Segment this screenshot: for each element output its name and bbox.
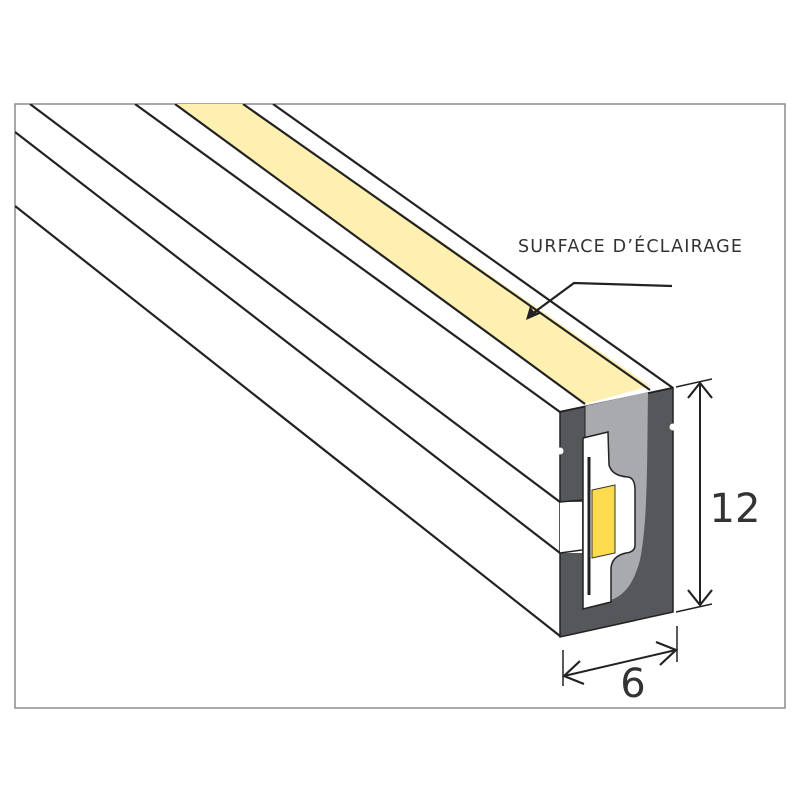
- edge-line: [272, 104, 674, 389]
- width-value: 6: [620, 661, 645, 707]
- surface-label: SURFACE D’ÉCLAIRAGE: [518, 235, 743, 257]
- width-dimension: 6: [561, 626, 679, 707]
- lighting-surface: [175, 104, 650, 404]
- height-value: 12: [710, 486, 761, 532]
- profile-cross-section: [556, 387, 677, 638]
- edge-line: [29, 104, 561, 503]
- edge-line: [134, 104, 561, 413]
- surface-callout: SURFACE D’ÉCLAIRAGE: [518, 235, 743, 320]
- height-dimension: 12: [675, 378, 761, 613]
- edge-line: [15, 131, 561, 554]
- edge-line: [15, 205, 561, 637]
- arrow-icon: [526, 306, 542, 320]
- led-chip: [591, 484, 616, 559]
- edge-line: [242, 104, 651, 391]
- edge-line: [174, 104, 586, 405]
